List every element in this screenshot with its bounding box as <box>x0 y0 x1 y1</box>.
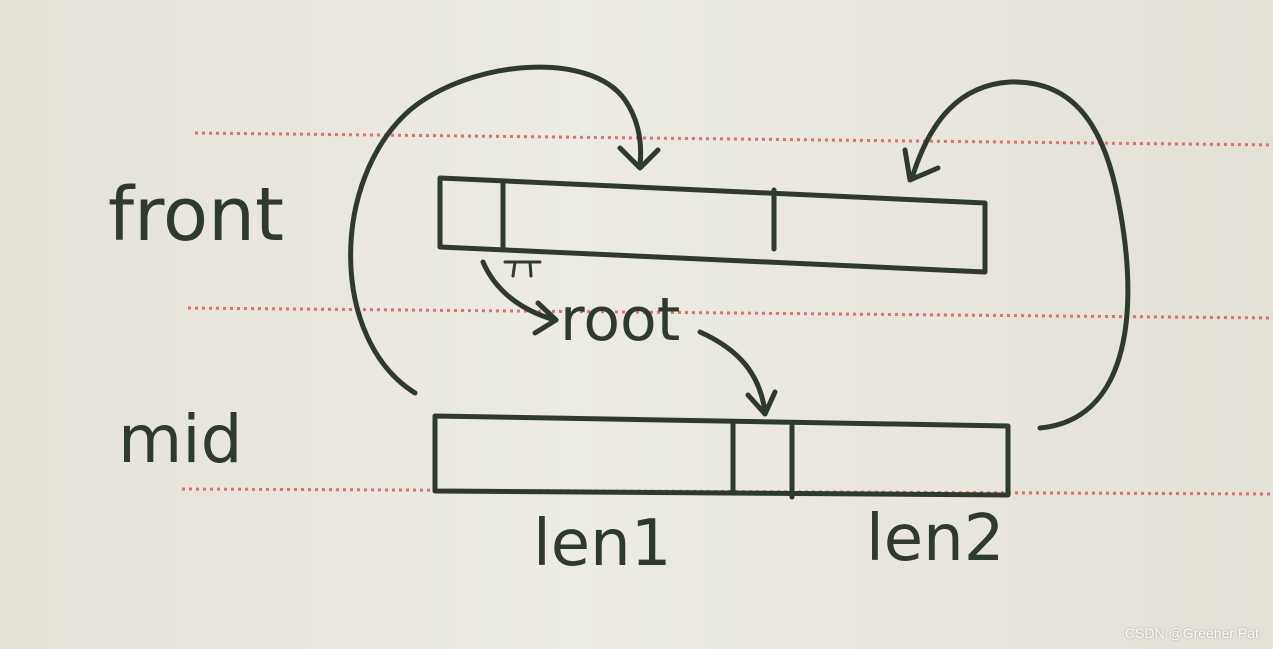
mid-array <box>432 413 1011 500</box>
len1-label: len1 <box>533 507 671 581</box>
root-to-mid-arrow <box>697 329 778 417</box>
left-subtree-arrow-curve <box>348 64 644 396</box>
len2-label: len2 <box>866 502 1004 576</box>
left-subtree-arrow <box>348 64 661 396</box>
root-to-mid-arrow-curve <box>697 329 768 415</box>
ruled-lines <box>181 131 1273 496</box>
ruled-line-2 <box>187 306 1273 320</box>
front-array-outline <box>437 175 988 275</box>
front-label: front <box>108 172 284 258</box>
pi-mark <box>503 260 542 278</box>
mid-array-outline <box>432 413 1011 498</box>
watermark-text: CSDN @Greener Pat <box>1124 625 1259 641</box>
front-to-root-arrow <box>480 259 559 336</box>
front-array <box>437 175 988 275</box>
root-label: root <box>560 285 680 355</box>
right-subtree-arrow-head <box>902 147 941 183</box>
front-to-root-arrow-curve <box>480 259 558 323</box>
right-subtree-arrow <box>902 79 1131 431</box>
left-subtree-arrow-head <box>617 145 661 171</box>
ruled-line-1 <box>194 131 1273 147</box>
mid-label: mid <box>118 401 243 478</box>
right-subtree-arrow-curve <box>909 79 1131 431</box>
root-to-mid-arrow-head <box>745 389 778 417</box>
front-to-root-arrow-head <box>532 300 559 336</box>
